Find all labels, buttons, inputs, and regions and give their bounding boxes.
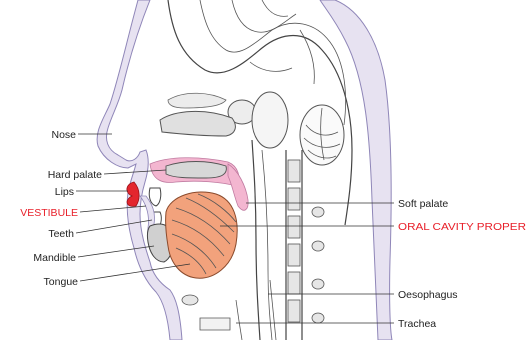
nasal-bone [160, 111, 235, 136]
brainstem-pons [252, 92, 288, 148]
nasal-turbinate [168, 93, 226, 108]
brain-fold-2 [262, 0, 288, 16]
tongue [166, 192, 238, 278]
cervical-spine [286, 150, 324, 340]
label-vestibule: VESTIBULE [20, 207, 78, 219]
soft-palate [228, 164, 248, 210]
label-teeth: Teeth [48, 228, 74, 240]
label-soft-palate: Soft palate [398, 198, 448, 210]
larynx-cartilage [200, 318, 230, 330]
pharyngeal-wall [252, 140, 260, 340]
label-hard-palate: Hard palate [48, 169, 102, 181]
label-lips: Lips [55, 186, 74, 198]
face-profile-skin [320, 0, 392, 340]
hard-palate-bone [166, 162, 226, 179]
trachea-front [236, 300, 242, 340]
brain-fold-4 [250, 62, 292, 71]
label-tongue: Tongue [44, 276, 79, 288]
label-oral-cavity-proper: ORAL CAVITY PROPER [398, 221, 526, 233]
label-trachea: Trachea [398, 318, 436, 330]
tongue-leader [80, 264, 190, 281]
label-oesophagus: Oesophagus [398, 289, 458, 301]
hyoid-bone [182, 295, 198, 305]
pharynx-back-wall [262, 150, 272, 340]
label-mandible: Mandible [33, 252, 76, 264]
label-nose: Nose [51, 129, 76, 141]
cerebellum [300, 105, 344, 165]
